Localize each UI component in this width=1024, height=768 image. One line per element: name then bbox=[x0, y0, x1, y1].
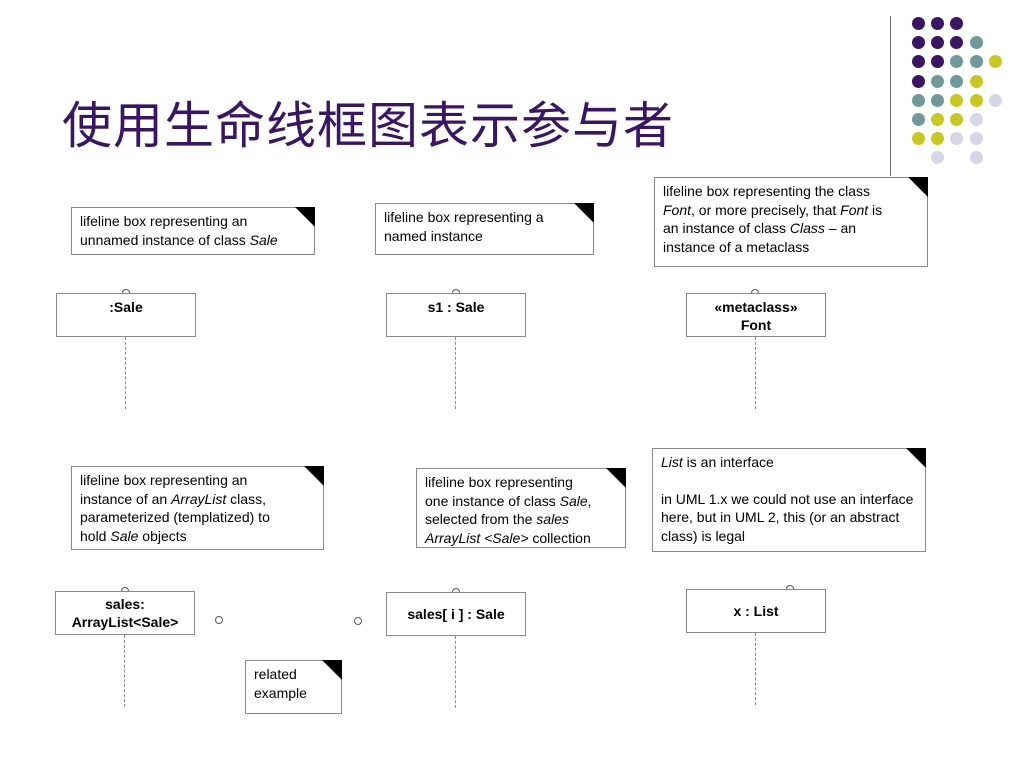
note-fold-icon bbox=[574, 203, 594, 223]
decorative-dot bbox=[912, 74, 925, 88]
decorative-dot bbox=[950, 113, 964, 126]
decorative-dot bbox=[912, 36, 925, 50]
decorative-dot bbox=[931, 113, 945, 126]
note-text: related example bbox=[254, 666, 307, 701]
note-text: , or more precisely, that bbox=[691, 201, 841, 218]
decorative-dot bbox=[950, 93, 964, 107]
note-emphasis: ArrayList bbox=[171, 490, 227, 507]
decorative-dot bbox=[931, 36, 945, 50]
decorative-dot bbox=[931, 93, 945, 107]
decorative-dot bbox=[950, 36, 964, 50]
note-emphasis: Sale bbox=[110, 527, 139, 544]
note-text: class, parameterized (templatized) to ho… bbox=[80, 490, 270, 544]
lifeline-dashed-line bbox=[755, 337, 756, 409]
lifeline-x-list[interactable]: x : List bbox=[686, 589, 826, 633]
lifeline-label: ArrayList<Sale> bbox=[71, 614, 179, 630]
decorative-dot bbox=[950, 74, 964, 88]
lifeline-label: Font bbox=[740, 317, 772, 333]
decorative-dot bbox=[969, 74, 983, 88]
connector-endpoint-icon bbox=[215, 616, 223, 624]
note-fold-icon bbox=[606, 468, 626, 488]
decorative-dot bbox=[969, 151, 983, 165]
page-title: 使用生命线框图表示参与者 bbox=[62, 97, 674, 155]
note-fold-icon bbox=[295, 207, 315, 227]
decorative-dot bbox=[912, 17, 925, 30]
decorative-dot bbox=[912, 113, 925, 126]
lifeline-s1-sale[interactable]: s1 : Sale bbox=[386, 293, 526, 337]
lifeline-label: sales[ i ] : Sale bbox=[407, 606, 505, 622]
note-text: is an interface bbox=[682, 454, 774, 470]
decorative-dot bbox=[912, 93, 925, 107]
decorative-dot bbox=[950, 132, 964, 146]
decorative-dot bbox=[931, 132, 945, 146]
decorative-dot bbox=[931, 17, 945, 30]
decorative-dot bbox=[969, 132, 983, 146]
connector-endpoint-icon bbox=[354, 617, 362, 625]
decorative-dot bbox=[969, 113, 983, 126]
lifeline-stereotype: «metaclass» bbox=[714, 299, 798, 315]
note-emphasis: List bbox=[661, 454, 683, 470]
note-unnamed-instance: lifeline box representing an unnamed ins… bbox=[71, 207, 315, 255]
decorative-dot bbox=[988, 93, 1002, 107]
decorative-dot bbox=[912, 55, 925, 69]
note-text: lifeline box representing one instance o… bbox=[425, 474, 573, 509]
note-selected-instance: lifeline box representing one instance o… bbox=[416, 468, 626, 548]
lifeline-label: s1 : Sale bbox=[427, 299, 485, 315]
decorative-dot bbox=[950, 55, 964, 69]
lifeline-dashed-line bbox=[455, 337, 456, 409]
decorative-dot bbox=[912, 132, 925, 146]
note-emphasis: Class bbox=[789, 220, 825, 236]
lifeline-dashed-line bbox=[125, 337, 126, 409]
note-fold-icon bbox=[304, 466, 324, 486]
decorative-dot bbox=[988, 55, 1002, 69]
decorative-dot bbox=[931, 55, 945, 69]
note-text: – an instance of a metaclass bbox=[663, 220, 857, 255]
note-text: lifeline box representing a named instan… bbox=[384, 209, 544, 244]
note-text: in UML 1.x we could not use an interface… bbox=[661, 490, 914, 544]
note-fold-icon bbox=[906, 448, 926, 468]
note-emphasis: Font bbox=[663, 201, 692, 218]
note-emphasis: Sale bbox=[249, 231, 278, 248]
note-list-interface: List is an interface in UML 1.x we could… bbox=[652, 448, 926, 552]
note-named-instance: lifeline box representing a named instan… bbox=[375, 203, 594, 255]
note-text: lifeline box representing the class bbox=[663, 183, 871, 199]
lifeline-label: sales: bbox=[105, 596, 145, 612]
lifeline-metaclass-font[interactable]: «metaclass» Font bbox=[686, 293, 826, 337]
decorative-dot bbox=[969, 55, 983, 69]
note-emphasis: Sale bbox=[559, 492, 588, 509]
note-emphasis: sales ArrayList <Sale> bbox=[425, 511, 569, 546]
decorative-divider bbox=[890, 16, 891, 176]
decorative-dot bbox=[950, 17, 964, 30]
decorative-dot bbox=[969, 93, 983, 107]
lifeline-label: x : List bbox=[733, 603, 779, 619]
note-text: lifeline box representing an instance of… bbox=[80, 472, 248, 507]
lifeline-label: :Sale bbox=[109, 299, 143, 315]
decorative-dot bbox=[931, 151, 945, 165]
note-text: is an instance of class bbox=[663, 201, 883, 237]
lifeline-sale[interactable]: :Sale bbox=[56, 293, 196, 337]
decorative-dot bbox=[931, 74, 945, 88]
lifeline-dashed-line bbox=[124, 635, 125, 707]
note-arraylist-instance: lifeline box representing an instance of… bbox=[71, 466, 324, 550]
note-text: lifeline box representing an unnamed ins… bbox=[80, 213, 250, 248]
note-related-example[interactable]: related example bbox=[245, 660, 342, 714]
note-text: collection bbox=[528, 529, 591, 546]
note-text: objects bbox=[138, 527, 187, 544]
lifeline-dashed-line bbox=[755, 633, 756, 705]
note-text: , selected from the bbox=[425, 492, 592, 528]
decorative-dot bbox=[969, 36, 983, 50]
lifeline-sales-i[interactable]: sales[ i ] : Sale bbox=[386, 592, 526, 636]
lifeline-sales-arraylist[interactable]: sales: ArrayList<Sale> bbox=[55, 591, 195, 635]
lifeline-dashed-line bbox=[455, 636, 456, 708]
note-fold-icon bbox=[908, 177, 928, 197]
note-fold-icon bbox=[322, 660, 342, 680]
note-emphasis: Font bbox=[840, 201, 869, 218]
note-metaclass: lifeline box representing the class Font… bbox=[654, 177, 928, 267]
